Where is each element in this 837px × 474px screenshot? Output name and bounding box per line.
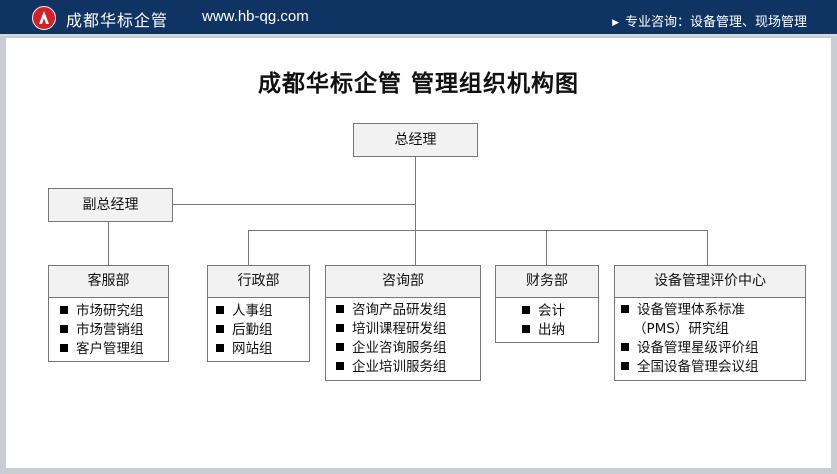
list-item-continuation: （PMS）研究组 <box>633 321 729 337</box>
list-item: 会计 <box>522 302 598 321</box>
logo-icon <box>39 11 49 24</box>
connector-root-down <box>415 156 416 265</box>
page-title: 成都华标企管 管理组织机构图 <box>257 71 579 97</box>
square-bullet-icon <box>336 324 344 332</box>
company-logo <box>32 6 56 30</box>
square-bullet-icon <box>60 325 68 333</box>
department-finance: 财务部 <box>495 265 599 298</box>
square-bullet-icon <box>621 305 629 313</box>
department-equipment-evaluation-groups: 设备管理体系标准 （PMS）研究组 设备管理星级评价组 全国设备管理会议组 <box>614 297 806 381</box>
connector-deputy-branch <box>172 204 416 205</box>
department-customer-service: 客服部 <box>48 265 169 298</box>
connector-finance <box>546 230 547 265</box>
square-bullet-icon <box>336 343 344 351</box>
triangle-right-icon: ▶ <box>612 18 619 28</box>
list-item: 设备管理体系标准 <box>621 301 805 320</box>
square-bullet-icon <box>336 362 344 370</box>
department-label: 客服部 <box>87 273 130 289</box>
deputy-manager-label: 副总经理 <box>82 197 139 213</box>
square-bullet-icon <box>216 344 224 352</box>
connector-deputy-down <box>108 221 109 265</box>
consult-text: 专业咨询：设备管理、现场管理 <box>624 15 807 30</box>
department-consulting-groups: 咨询产品研发组 培训课程研发组 企业咨询服务组 企业培训服务组 <box>325 297 481 381</box>
brand-name: 成都华标企管 <box>66 11 169 30</box>
department-customer-service-groups: 市场研究组 市场营销组 客户管理组 <box>48 297 169 362</box>
square-bullet-icon <box>336 305 344 313</box>
department-label: 设备管理评价中心 <box>654 273 766 289</box>
square-bullet-icon <box>621 343 629 351</box>
square-bullet-icon <box>60 344 68 352</box>
connector-department-bar <box>248 230 708 231</box>
connector-admin <box>248 230 249 265</box>
department-consulting: 咨询部 <box>325 265 481 298</box>
square-bullet-icon <box>522 306 530 314</box>
square-bullet-icon <box>216 306 224 314</box>
list-item: 企业咨询服务组 <box>336 339 480 358</box>
department-label: 咨询部 <box>382 273 424 289</box>
department-administration-groups: 人事组 后勤组 网站组 <box>207 297 310 362</box>
department-administration: 行政部 <box>207 265 310 298</box>
list-item: 设备管理星级评价组 <box>621 339 805 358</box>
list-item: 后勤组 <box>216 321 309 340</box>
list-item: 市场营销组 <box>60 321 168 340</box>
consult-tagline: ▶ 专业咨询：设备管理、现场管理 <box>612 11 807 30</box>
diagram-canvas <box>6 38 831 468</box>
list-item: 人事组 <box>216 302 309 321</box>
department-label: 财务部 <box>526 273 568 289</box>
square-bullet-icon <box>522 325 530 333</box>
list-item: 企业培训服务组 <box>336 358 480 377</box>
list-item: 客户管理组 <box>60 340 168 359</box>
general-manager-label: 总经理 <box>394 132 437 148</box>
list-item: 全国设备管理会议组 <box>621 358 805 377</box>
list-item: 出纳 <box>522 321 598 340</box>
list-item: 网站组 <box>216 340 309 359</box>
square-bullet-icon <box>216 325 224 333</box>
square-bullet-icon <box>621 362 629 370</box>
department-finance-groups: 会计 出纳 <box>495 297 599 343</box>
list-item: 咨询产品研发组 <box>336 301 480 320</box>
list-item: 培训课程研发组 <box>336 320 480 339</box>
connector-equipment <box>707 230 708 265</box>
org-node-deputy-manager: 副总经理 <box>48 188 173 222</box>
org-node-general-manager: 总经理 <box>353 123 478 157</box>
square-bullet-icon <box>60 306 68 314</box>
list-item: 市场研究组 <box>60 302 168 321</box>
department-label: 行政部 <box>237 273 280 289</box>
website-link[interactable]: www.hb-qg.com <box>202 8 309 25</box>
top-banner: 成都华标企管 www.hb-qg.com ▶ 专业咨询：设备管理、现场管理 <box>0 0 837 36</box>
department-equipment-evaluation-center: 设备管理评价中心 <box>614 265 806 298</box>
